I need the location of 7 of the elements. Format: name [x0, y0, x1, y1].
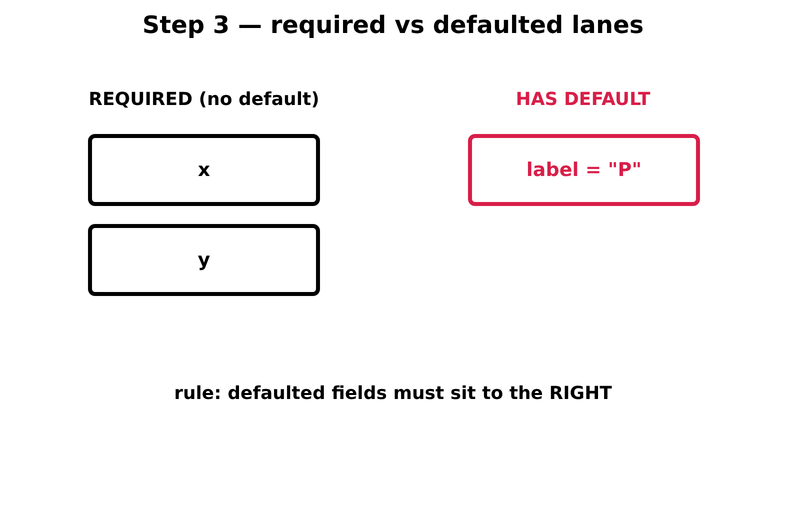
- field-box: y: [88, 224, 320, 296]
- field-box: label = "P": [468, 134, 700, 206]
- rule-note: rule: defaulted fields must sit to the RIGHT: [174, 383, 612, 404]
- diagram-title: Step 3 — required vs defaulted lanes: [142, 11, 644, 39]
- lane-heading: HAS DEFAULT: [516, 89, 650, 110]
- lane-heading: REQUIRED (no default): [88, 89, 320, 110]
- field-box: x: [88, 134, 320, 206]
